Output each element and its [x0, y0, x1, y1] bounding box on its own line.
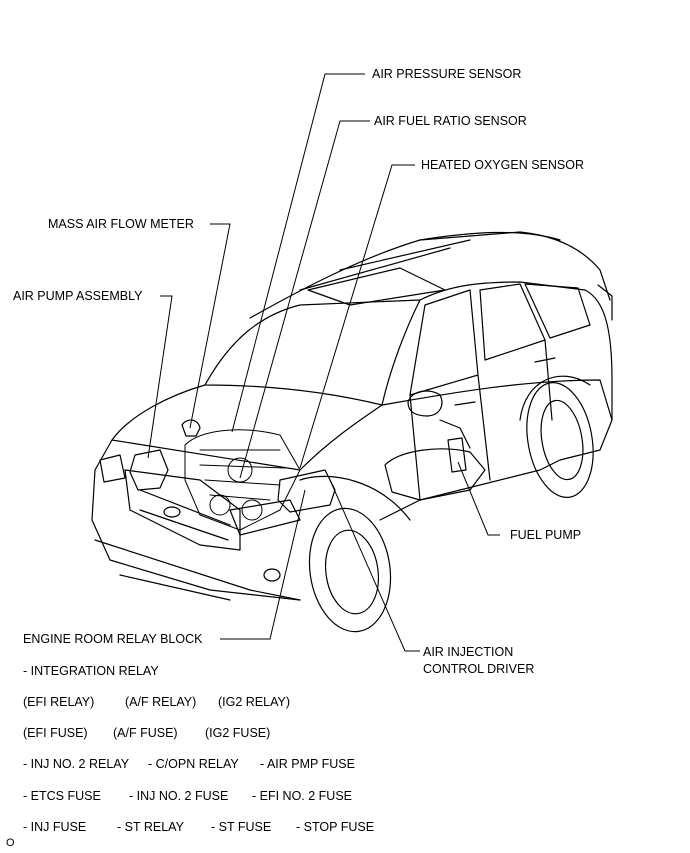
air-pump-assembly-label: AIR PUMP ASSEMBLY	[13, 289, 143, 303]
headlight-left	[99, 454, 126, 483]
air-injection-label-line1: AIR INJECTION	[423, 645, 514, 659]
front-wheel	[308, 507, 392, 633]
footer-mark: O	[6, 837, 15, 849]
etcs-fuse-item: - ETCS FUSE	[23, 789, 101, 803]
inj-no2-relay-item: - INJ NO. 2 RELAY	[23, 757, 130, 771]
inj-no2-fuse-item: - INJ NO. 2 FUSE	[129, 789, 229, 803]
windshield	[204, 299, 421, 406]
front-door-window	[409, 289, 479, 396]
side-mirror	[407, 390, 443, 417]
rear-wheel	[526, 382, 594, 498]
emblem	[163, 506, 181, 518]
rear-door-window	[479, 283, 546, 361]
leader-air-pump	[147, 295, 173, 459]
mass-air-flow-meter-label: MASS AIR FLOW METER	[48, 217, 194, 231]
air-injection-label-line2: CONTROL DRIVER	[423, 662, 535, 676]
efi-fuse-item: (EFI FUSE)	[23, 726, 88, 740]
fuel-tank	[384, 448, 486, 501]
efi-relay-item: (EFI RELAY)	[23, 695, 95, 709]
air-pressure-sensor-label: AIR PRESSURE SENSOR	[372, 67, 522, 81]
quarter-window	[524, 283, 591, 339]
leader-air-pressure	[231, 73, 365, 433]
leader-heated-oxygen	[299, 164, 415, 469]
fuel-pump	[447, 437, 467, 473]
roof-rear-edge	[419, 231, 561, 241]
air-pmp-fuse-item: - AIR PMP FUSE	[260, 757, 355, 771]
heated-oxygen-sensor-label: HEATED OXYGEN SENSOR	[421, 158, 584, 172]
integration-relay-item: - INTEGRATION RELAY	[23, 664, 159, 678]
fuel-pump-label: FUEL PUMP	[510, 528, 582, 542]
headlight-right	[229, 499, 301, 536]
leader-maf	[189, 223, 231, 429]
inj-fuse-item: - INJ FUSE	[23, 820, 87, 834]
bumper	[94, 539, 301, 601]
relay-block	[277, 469, 336, 513]
af-fuse-item: (A/F FUSE)	[113, 726, 178, 740]
air-pump	[129, 449, 169, 491]
fog-lamp	[263, 568, 281, 582]
st-relay-item: - ST RELAY	[117, 820, 184, 834]
stop-fuse-item: - STOP FUSE	[296, 820, 375, 834]
af-relay-item: (A/F RELAY)	[125, 695, 197, 709]
engine-block	[184, 429, 301, 531]
copn-relay-item: - C/OPN RELAY	[148, 757, 239, 771]
ig2-fuse-item: (IG2 FUSE)	[205, 726, 271, 740]
engine-room-relay-block-label: ENGINE ROOM RELAY BLOCK	[23, 632, 203, 646]
maf-meter	[181, 419, 201, 437]
grille	[124, 469, 241, 551]
sunroof	[307, 267, 446, 306]
leader-fuel-pump	[457, 461, 500, 536]
ig2-relay-item: (IG2 RELAY)	[218, 695, 291, 709]
front-fascia	[91, 439, 301, 601]
hood	[111, 384, 383, 471]
leader-air-injection	[329, 479, 420, 652]
leader-relay-block	[220, 489, 306, 640]
air-fuel-ratio-sensor-label: AIR FUEL RATIO SENSOR	[374, 114, 527, 128]
efi-no2-fuse-item: - EFI NO. 2 FUSE	[252, 789, 353, 803]
st-fuse-item: - ST FUSE	[211, 820, 272, 834]
leader-af-ratio	[239, 120, 370, 479]
